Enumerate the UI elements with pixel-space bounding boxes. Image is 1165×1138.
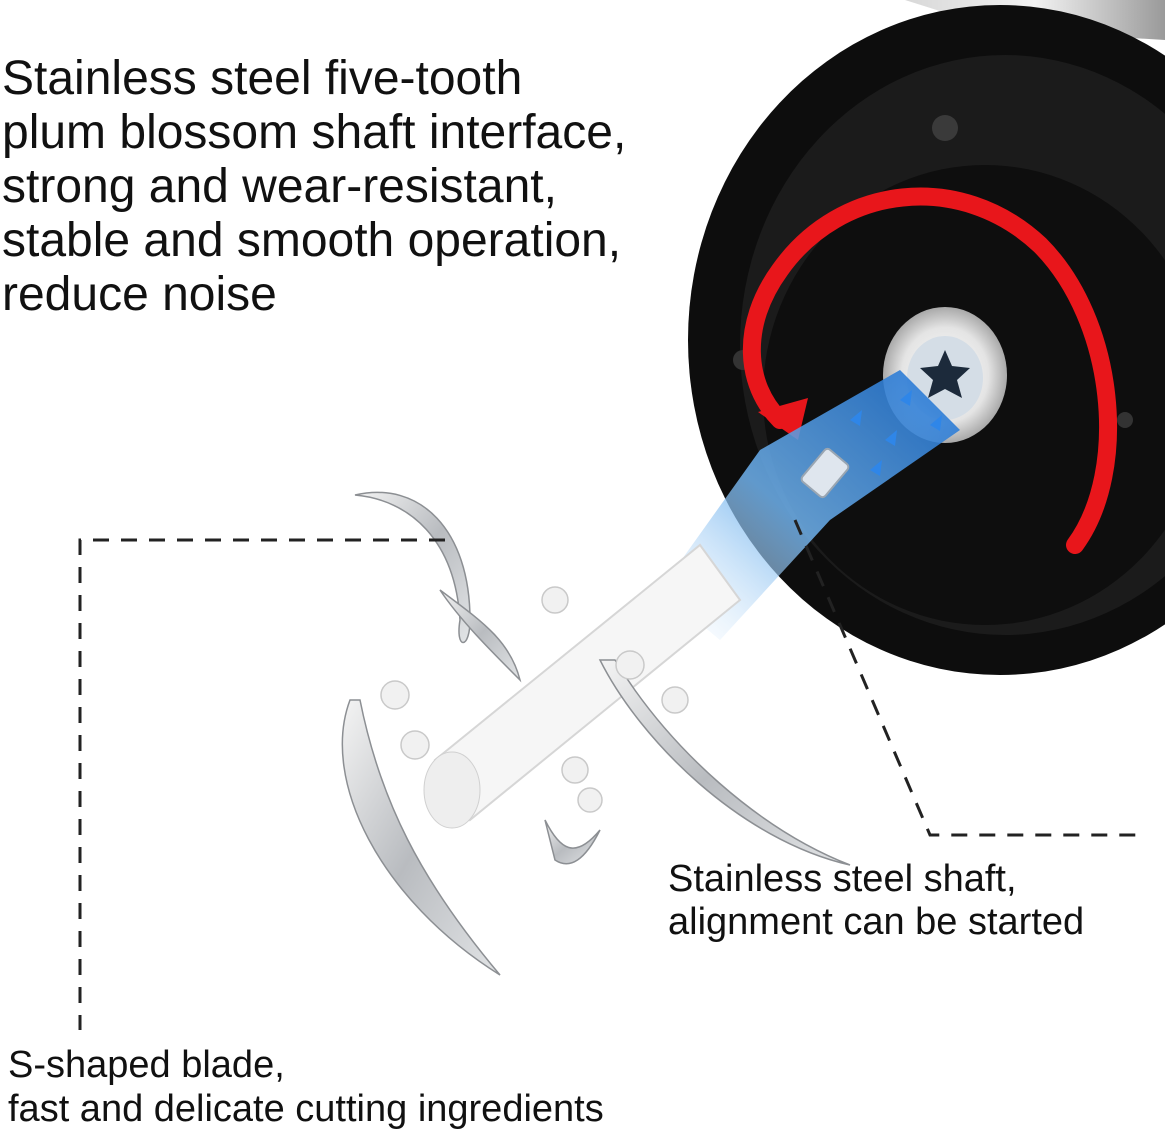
caption-line: Stainless steel shaft, (668, 858, 1017, 900)
caption-line: fast and delicate cutting ingredients (8, 1088, 604, 1130)
metal-shaft (800, 447, 850, 499)
leader-lines (78, 519, 1140, 1030)
rotation-arrow-icon (742, 187, 1117, 554)
shaft-leader-line (793, 519, 1140, 837)
caption-line: stable and smooth operation, (2, 214, 622, 267)
caption-line: Stainless steel five-tooth (2, 52, 523, 105)
shaft-interface-caption: Stainless steel five-tooth plum blossom … (2, 52, 626, 322)
caption-line: S-shaped blade, (8, 1044, 285, 1086)
blade-caption: S-shaped blade, fast and delicate cuttin… (8, 1043, 604, 1131)
upward-chevron-icons (850, 390, 942, 476)
caption-line: strong and wear-resistant, (2, 160, 557, 213)
steel-shaft-caption: Stainless steel shaft, alignment can be … (668, 858, 1084, 944)
blade-assembly (341, 491, 851, 976)
caption-line: reduce noise (2, 268, 277, 321)
plum-blossom-socket-icon (920, 350, 970, 398)
screw-icon (932, 115, 958, 141)
caption-line: alignment can be started (668, 901, 1085, 943)
caption-line: plum blossom shaft interface, (2, 106, 627, 159)
blade-leader-line (78, 538, 445, 1030)
screw-icon (1117, 412, 1133, 428)
shaft-glow (660, 370, 960, 640)
